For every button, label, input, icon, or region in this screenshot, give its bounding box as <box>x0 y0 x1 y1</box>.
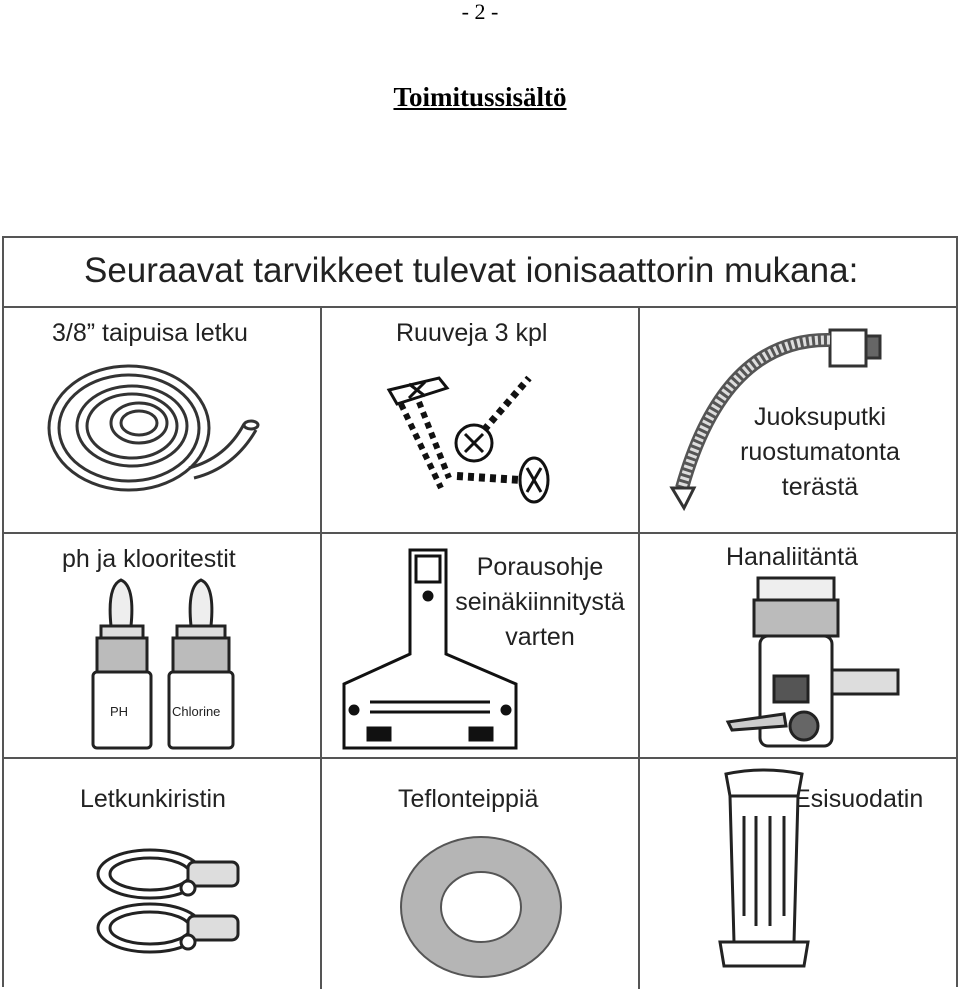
drilling-guide-label-line-1: Porausohje <box>476 553 604 581</box>
hose-clamp-label: Letkunkiristin <box>80 785 226 813</box>
steel-pipe-label-line-1: Juoksuputki <box>753 403 887 431</box>
document-title: Toimitussisältö <box>393 82 567 112</box>
tap-connector-label: Hanaliitäntä <box>726 543 859 571</box>
teflon-tape-icon <box>400 836 562 978</box>
drilling-guide-label: Porausohje seinäkiinnitystä varten <box>440 550 640 655</box>
steel-pipe-label-line-2: ruostumatonta <box>740 438 900 466</box>
stainless-steel-pipe-icon <box>669 328 882 512</box>
coiled-hose-icon <box>47 364 260 492</box>
drilling-template-icon <box>342 548 518 750</box>
tap-connector-icon <box>725 576 900 748</box>
chlorine-bottle-label: Chlorine <box>172 704 221 719</box>
screws-icon <box>386 375 550 504</box>
row-divider-1 <box>4 532 956 534</box>
table-header: Seuraavat tarvikkeet tulevat ionisaattor… <box>4 238 956 308</box>
prefilter-housing-icon <box>718 768 810 968</box>
column-divider-2 <box>638 308 640 989</box>
hose-label: 3/8” taipuisa letku <box>52 319 248 347</box>
steel-pipe-label: Juoksuputki ruostumatonta terästä <box>720 400 920 505</box>
drilling-guide-label-line-2: seinäkiinnitystä <box>455 588 625 616</box>
teflon-tape-label: Teflonteippiä <box>398 785 539 813</box>
column-divider-1 <box>320 308 322 989</box>
drilling-guide-label-line-3: varten <box>505 623 575 651</box>
screws-label: Ruuveja 3 kpl <box>396 319 548 347</box>
ph-tests-label: ph ja klooritestit <box>62 545 236 573</box>
hose-clamps-icon <box>96 848 240 954</box>
page-number: - 2 - <box>461 0 499 24</box>
row-divider-2 <box>4 757 956 759</box>
contents-table: Seuraavat tarvikkeet tulevat ionisaattor… <box>2 236 958 989</box>
test-bottles-icon <box>91 578 235 750</box>
steel-pipe-label-line-3: terästä <box>781 473 859 501</box>
prefilter-label: Esisuodatin <box>794 785 924 813</box>
ph-bottle-label: PH <box>110 704 129 719</box>
